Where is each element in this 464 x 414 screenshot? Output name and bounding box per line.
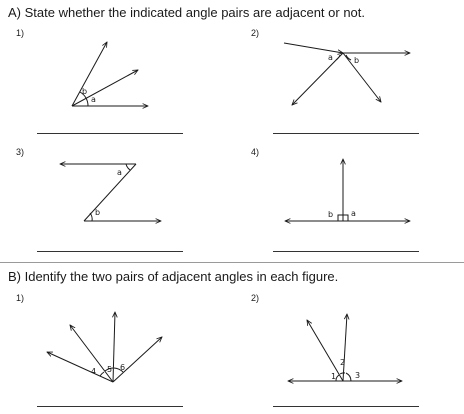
problem-number-a1: 1) — [16, 28, 25, 38]
angle-label: a — [117, 168, 122, 177]
answer-line-a3[interactable] — [37, 251, 183, 252]
section-a-heading: A) State whether the indicated angle pai… — [8, 5, 365, 20]
figure-a4 — [285, 159, 410, 221]
angle-label: b — [354, 56, 359, 65]
problem-number-b2: 2) — [251, 293, 260, 303]
angle-label: b — [82, 87, 87, 96]
figure-a1 — [71, 42, 148, 106]
problem-number-a3: 3) — [16, 147, 25, 157]
angle-label: b — [328, 210, 333, 219]
figure-b1 — [47, 312, 162, 383]
answer-line-b1[interactable] — [37, 406, 183, 407]
answer-line-b2[interactable] — [273, 406, 419, 407]
answer-line-a4[interactable] — [273, 251, 419, 252]
problem-number-a2: 2) — [251, 28, 260, 38]
problem-number-a4: 4) — [251, 147, 260, 157]
angle-label: 6 — [120, 363, 125, 372]
section-divider — [0, 262, 464, 263]
angle-label: 2 — [340, 358, 345, 367]
angle-label: 1 — [331, 372, 336, 381]
angle-label: a — [328, 53, 333, 62]
angle-label: 3 — [355, 371, 360, 380]
answer-line-a2[interactable] — [273, 133, 419, 134]
problem-number-b1: 1) — [16, 293, 25, 303]
figure-b2 — [288, 314, 402, 381]
answer-line-a1[interactable] — [37, 133, 183, 134]
angle-label: 4 — [91, 367, 96, 376]
angle-label: a — [351, 209, 356, 218]
section-b-heading: B) Identify the two pairs of adjacent an… — [8, 269, 339, 284]
figure-a2 — [283, 42, 410, 105]
angle-label: 5 — [107, 365, 112, 374]
angle-label: b — [95, 208, 100, 217]
angle-label: a — [91, 95, 96, 104]
figure-a3 — [60, 164, 161, 221]
